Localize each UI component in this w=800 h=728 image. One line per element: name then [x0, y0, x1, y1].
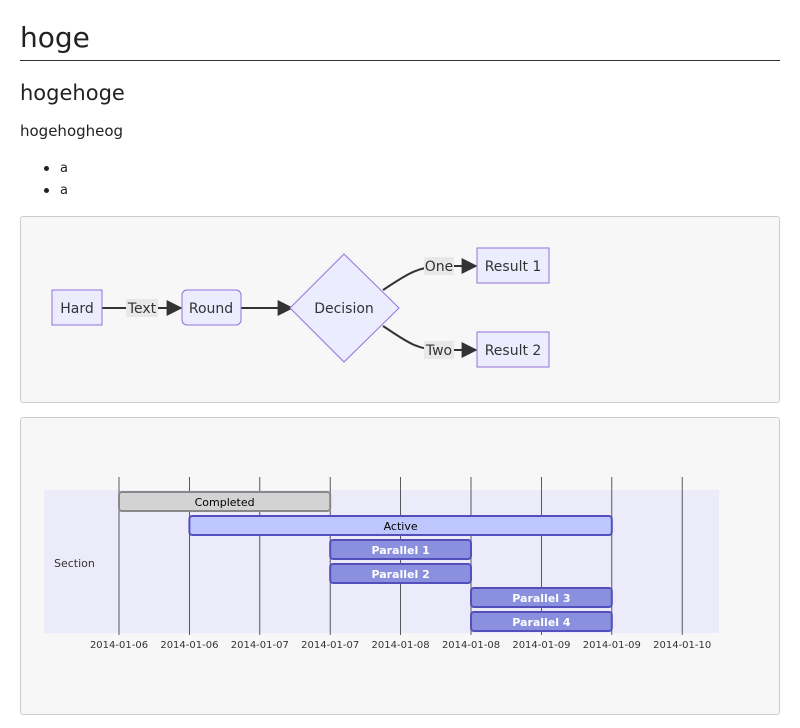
edge-label-bg: [126, 299, 158, 317]
task-bar: [329, 539, 473, 560]
edge-label-text: One: [425, 259, 454, 275]
task-label: Active: [384, 520, 418, 533]
time-axis: 2014-01-06 2014-01-06 2014-01-07 2014-01-07…: [90, 640, 711, 651]
tick-label: 2014-01-08: [442, 640, 500, 651]
tick-label: 2014-01-07: [231, 640, 289, 651]
edge-label-bg: [424, 341, 454, 359]
node-round: Round: [181, 289, 242, 326]
task-bar: [329, 563, 473, 584]
node-result-1: Result 1: [476, 247, 550, 284]
task-label: Parallel 3: [512, 592, 570, 605]
paragraph-text: hogehogheog: [20, 122, 124, 140]
node-label: Hard: [60, 301, 94, 317]
task-label: Parallel 4: [512, 616, 571, 629]
edge-label-text: Two: [425, 343, 452, 359]
node-label: Decision: [314, 301, 374, 317]
node-label: Round: [189, 301, 233, 317]
edge-label-bg: [424, 257, 454, 275]
node-label: Result 1: [485, 259, 542, 275]
edge-label-text: Text: [127, 301, 157, 317]
task-label: Parallel 1: [371, 544, 429, 557]
tick-label: 2014-01-06: [90, 640, 148, 651]
tick-label: 2014-01-10: [653, 640, 711, 651]
tick-label: 2014-01-06: [160, 640, 218, 651]
task-bar: [188, 515, 613, 536]
tick-label: 2014-01-09: [583, 640, 641, 651]
task-label: Completed: [195, 496, 255, 509]
tick-label: 2014-01-08: [372, 640, 430, 651]
tick-label: 2014-01-09: [512, 640, 570, 651]
flowchart-diagram: Text One Two Hard Round Decision Result …: [51, 247, 550, 368]
flowchart-panel: Text One Two Hard Round Decision Result …: [20, 216, 780, 403]
task-label: Parallel 2: [371, 568, 429, 581]
section-heading: hogehoge: [20, 81, 125, 105]
page-title: hoge: [20, 20, 780, 61]
section-label: Section: [54, 557, 95, 570]
task-bar: [470, 611, 613, 632]
node-label: Result 2: [485, 343, 542, 359]
task-bar: [470, 587, 613, 608]
section-background: [44, 490, 719, 633]
bullet-list: a a: [20, 158, 68, 202]
list-item: a: [20, 158, 68, 180]
tick-label: 2014-01-07: [301, 640, 359, 651]
list-item: a: [20, 180, 68, 202]
task-bar: [118, 491, 332, 512]
node-result-2: Result 2: [476, 331, 550, 368]
node-hard: Hard: [51, 289, 103, 326]
node-decision: Decision: [289, 253, 400, 363]
